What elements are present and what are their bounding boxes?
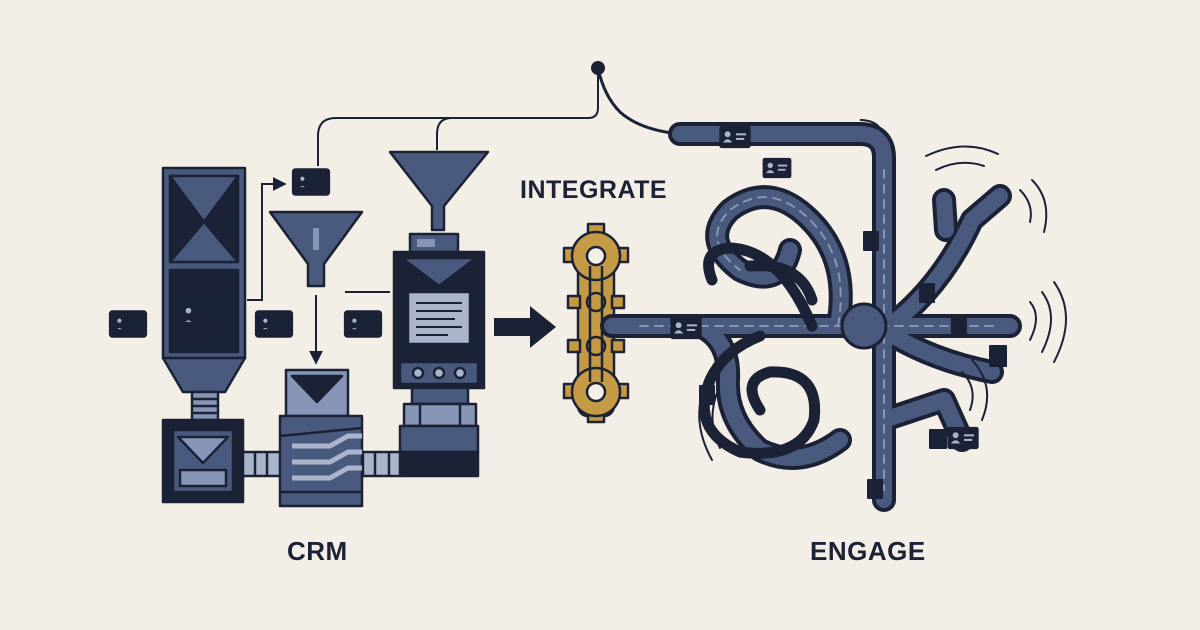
label-integrate: INTEGRATE [520,176,668,204]
funnel-icon [388,150,490,232]
contact-card-icon [174,296,226,334]
contact-card-icon [343,310,383,338]
contact-card-icon [719,125,751,149]
contact-card-icon [762,157,792,179]
gear-chain-icon [562,222,630,424]
contact-card-icon [254,310,294,338]
contact-card-icon [947,426,979,450]
data-tower [161,166,247,422]
middle-processor [278,368,364,508]
crm-machinery [108,150,490,508]
contact-card-icon [670,316,702,340]
right-processor [392,232,486,478]
contact-card-icon [291,168,331,196]
contact-card-icon [108,310,148,338]
label-crm: CRM [287,536,348,566]
signal-wave-icon [698,145,1067,461]
arrow-right-icon [494,306,556,348]
bottom-left-box [161,418,245,504]
label-engage: ENGAGE [810,536,926,566]
